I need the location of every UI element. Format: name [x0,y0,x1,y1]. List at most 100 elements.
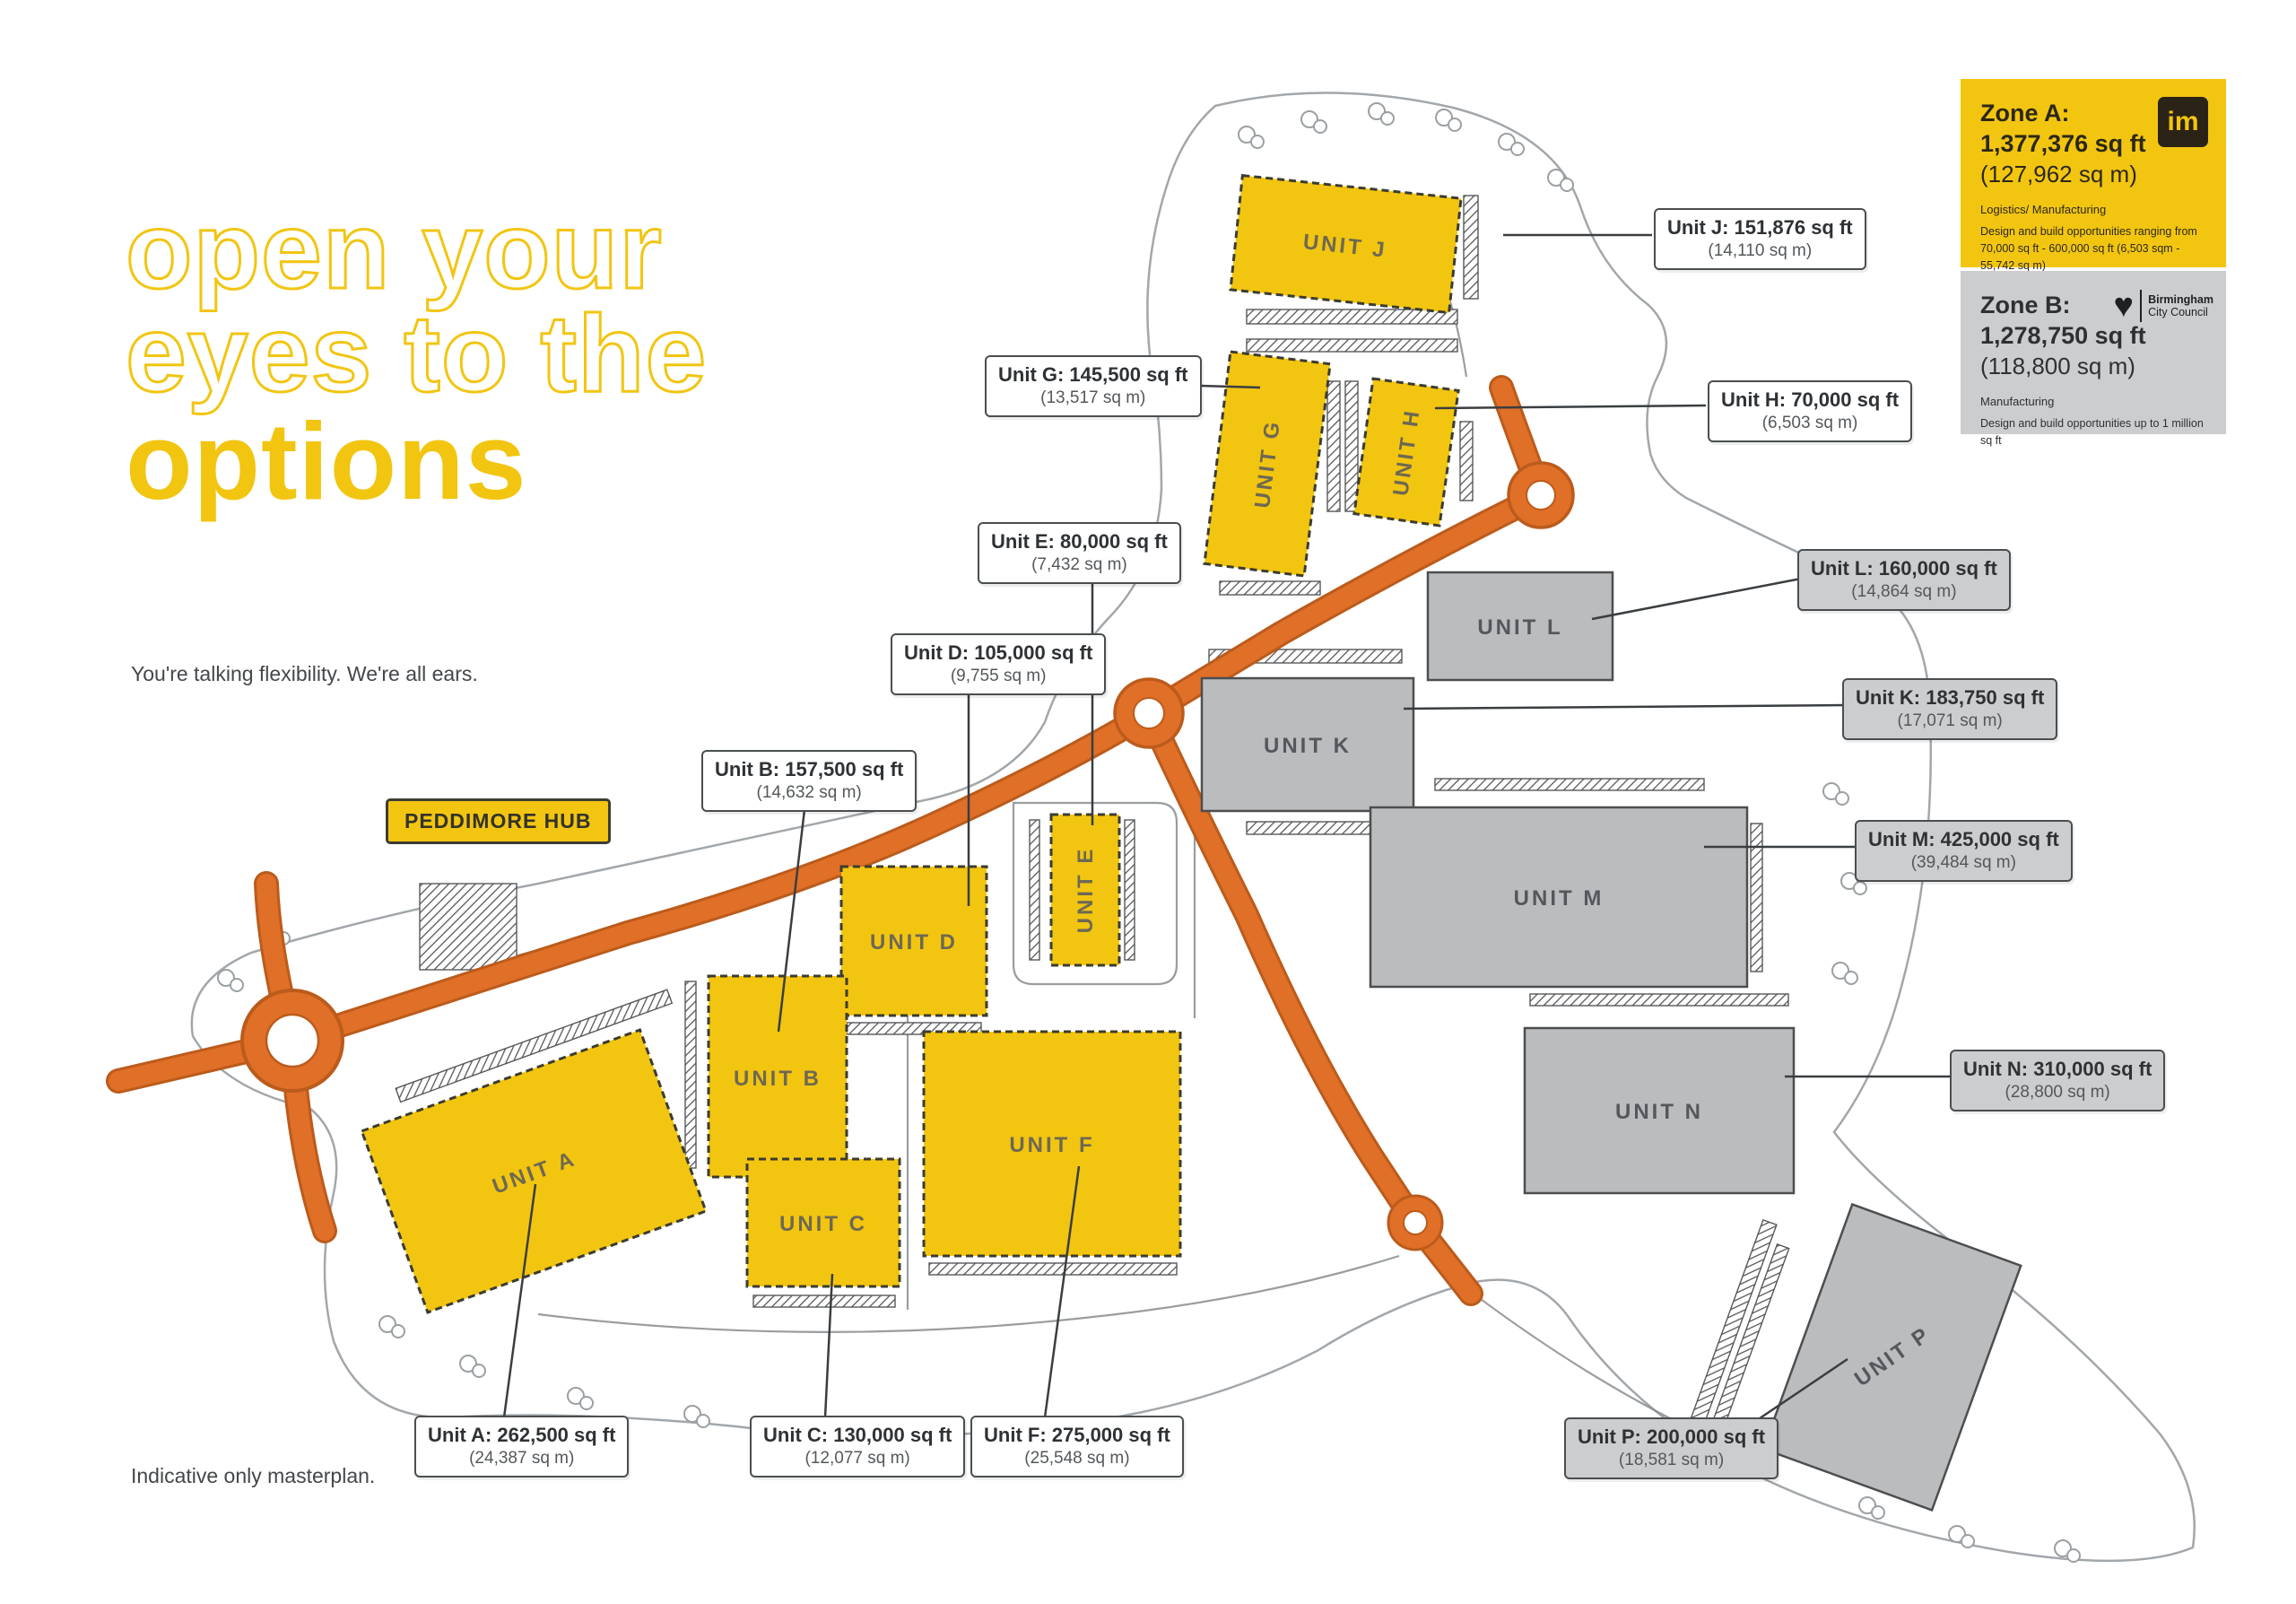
page-title: open your eyes to the options [124,189,708,523]
site-boundary [190,92,2196,1563]
callout-unit-m-title: Unit M: 425,000 sq ft [1868,828,2059,850]
callout-unit-g: Unit G: 145,500 sq ft (13,517 sq m) [985,355,1202,417]
zone-a-area: 1,377,376 sq ft [1980,129,2146,157]
building-unit-l: UNIT L [1426,571,1614,682]
callout-unit-l: Unit L: 160,000 sq ft (14,864 sq m) [1797,549,2011,611]
building-label-unit-d: UNIT D [870,930,958,955]
callout-unit-p: Unit P: 200,000 sq ft (18,581 sq m) [1564,1417,1779,1479]
building-label-unit-k: UNIT K [1264,734,1352,758]
callout-unit-e-metric: (7,432 sq m) [1031,555,1127,574]
subtitle: You're talking flexibility. We're all ea… [131,662,478,685]
zone-b-metric: (118,800 sq m) [1980,352,2135,379]
building-label-unit-n: UNIT N [1615,1100,1703,1124]
callout-unit-n: Unit N: 310,000 sq ft (28,800 sq m) [1950,1050,2166,1111]
building-label-unit-e: UNIT E [1074,847,1098,934]
zone-b-area: 1,278,750 sq ft [1980,321,2146,349]
callout-unit-k: Unit K: 183,750 sq ft (17,071 sq m) [1842,678,2058,740]
building-unit-f: UNIT F [922,1030,1182,1258]
peddimore-hub-chip: PEDDIMORE HUB [386,798,611,844]
building-unit-p: UNIT P [1761,1202,2022,1512]
zone-a-desc-line1: Design and build opportunities ranging f… [1980,225,2197,238]
bcc-logo-text: Birmingham City Council [2148,293,2213,319]
callout-unit-c: Unit C: 130,000 sq ft (12,077 sq m) [750,1416,966,1478]
title-line-1: open your [124,189,663,311]
bcc-logo-line2: City Council [2148,306,2208,318]
zone-a-buildings: UNIT J UNIT G UNIT H UNIT E UNIT D UNIT … [360,173,1463,1314]
zone-a-description: Design and build opportunities ranging f… [1980,223,2206,274]
birmingham-city-council-logo: ♥ Birmingham City Council [2114,289,2214,323]
building-unit-j: UNIT J [1229,173,1463,315]
building-label-unit-l: UNIT L [1477,615,1562,640]
callout-unit-f: Unit F: 275,000 sq ft (25,548 sq m) [970,1416,1184,1478]
callout-unit-f-metric: (25,548 sq m) [1024,1449,1130,1468]
parking-strips [395,195,1790,1445]
title-line-2: eyes to the [124,292,708,414]
roundabouts [240,461,1575,1251]
callout-unit-f-title: Unit F: 275,000 sq ft [984,1424,1170,1446]
building-label-unit-c: UNIT C [779,1212,867,1236]
zone-b-panel: ♥ Birmingham City Council Zone B: 1,278,… [1961,271,2226,447]
callout-unit-d: Unit D: 105,000 sq ft (9,755 sq m) [891,633,1107,695]
zone-a-panel: im Zone A: 1,377,376 sq ft (127,962 sq m… [1961,79,2226,272]
callout-unit-b: Unit B: 157,500 sq ft (14,632 sq m) [701,750,918,812]
callout-unit-h-metric: (6,503 sq m) [1761,414,1858,432]
logo-divider [2140,290,2143,322]
building-unit-a: UNIT A [360,1028,708,1314]
callout-unit-b-metric: (14,632 sq m) [756,783,862,802]
building-unit-e: UNIT E [1049,813,1121,967]
callout-unit-j-title: Unit J: 151,876 sq ft [1667,216,1853,239]
callout-unit-h-title: Unit H: 70,000 sq ft [1721,388,1900,411]
zone-b-heading: Zone B: [1980,292,2071,318]
callout-unit-e: Unit E: 80,000 sq ft (7,432 sq m) [978,522,1181,584]
callout-unit-n-metric: (28,800 sq m) [2005,1083,2110,1102]
callout-unit-a: Unit A: 262,500 sq ft (24,387 sq m) [414,1416,630,1478]
callout-unit-d-title: Unit D: 105,000 sq ft [904,641,1093,664]
callout-unit-l-title: Unit L: 160,000 sq ft [1811,557,1997,580]
heart-icon: ♥ [2113,287,2135,325]
zone-a-heading: Zone A: [1980,100,2070,126]
callout-unit-p-title: Unit P: 200,000 sq ft [1578,1425,1766,1448]
building-label-unit-m: UNIT M [1514,886,1605,911]
zone-b-description: Design and build opportunities up to 1 m… [1980,415,2206,449]
callout-unit-p-metric: (18,581 sq m) [1618,1451,1725,1469]
callout-unit-a-metric: (24,387 sq m) [469,1449,575,1468]
callout-unit-a-title: Unit A: 262,500 sq ft [428,1424,616,1446]
callout-unit-h: Unit H: 70,000 sq ft (6,503 sq m) [1708,380,1913,442]
zone-b-use: Manufacturing [1980,395,2055,408]
callout-unit-l-metric: (14,864 sq m) [1851,582,1957,601]
callout-unit-c-title: Unit C: 130,000 sq ft [763,1424,952,1446]
zone-a-metric: (127,962 sq m) [1980,160,2137,187]
callout-unit-d-metric: (9,755 sq m) [950,667,1047,685]
title-line-3: options [126,400,527,523]
im-properties-logo: im [2158,97,2208,147]
building-unit-n: UNIT N [1523,1026,1796,1195]
building-label-unit-b: UNIT B [734,1067,822,1091]
callout-unit-k-metric: (17,071 sq m) [1897,711,2003,730]
bcc-logo-line1: Birmingham [2148,292,2213,306]
zone-a-desc-line2: 70,000 sq ft - 600,000 sq ft (6,503 sqm … [1980,241,2180,272]
callout-unit-j: Unit J: 151,876 sq ft (14,110 sq m) [1654,208,1866,270]
zone-a-use: Logistics/ Manufacturing [1980,203,2107,216]
callout-unit-e-title: Unit E: 80,000 sq ft [991,530,1168,553]
building-unit-m: UNIT M [1369,806,1749,989]
building-unit-g: UNIT G [1203,350,1332,578]
building-label-unit-f: UNIT F [1009,1133,1094,1157]
callout-unit-k-title: Unit K: 183,750 sq ft [1856,686,2045,709]
building-unit-k: UNIT K [1200,676,1415,813]
building-unit-h: UNIT H [1352,377,1460,527]
callout-unit-m: Unit M: 425,000 sq ft (39,484 sq m) [1855,820,2073,882]
callout-unit-b-title: Unit B: 157,500 sq ft [715,758,904,780]
callout-unit-c-metric: (12,077 sq m) [804,1449,910,1468]
callout-unit-g-metric: (13,517 sq m) [1040,388,1146,407]
callout-unit-n-title: Unit N: 310,000 sq ft [1963,1058,2152,1080]
callout-unit-m-metric: (39,484 sq m) [1910,853,2016,872]
building-unit-c: UNIT C [745,1157,901,1288]
callout-unit-j-metric: (14,110 sq m) [1708,241,1813,260]
zone-b-buildings: UNIT L UNIT K UNIT M UNIT N UNIT P [1200,571,2022,1512]
callout-unit-g-title: Unit G: 145,500 sq ft [998,363,1188,386]
zone-b-desc-line1: Design and build opportunities up to 1 m… [1980,417,2204,447]
building-unit-d: UNIT D [839,865,988,1017]
building-unit-b: UNIT B [707,974,848,1179]
